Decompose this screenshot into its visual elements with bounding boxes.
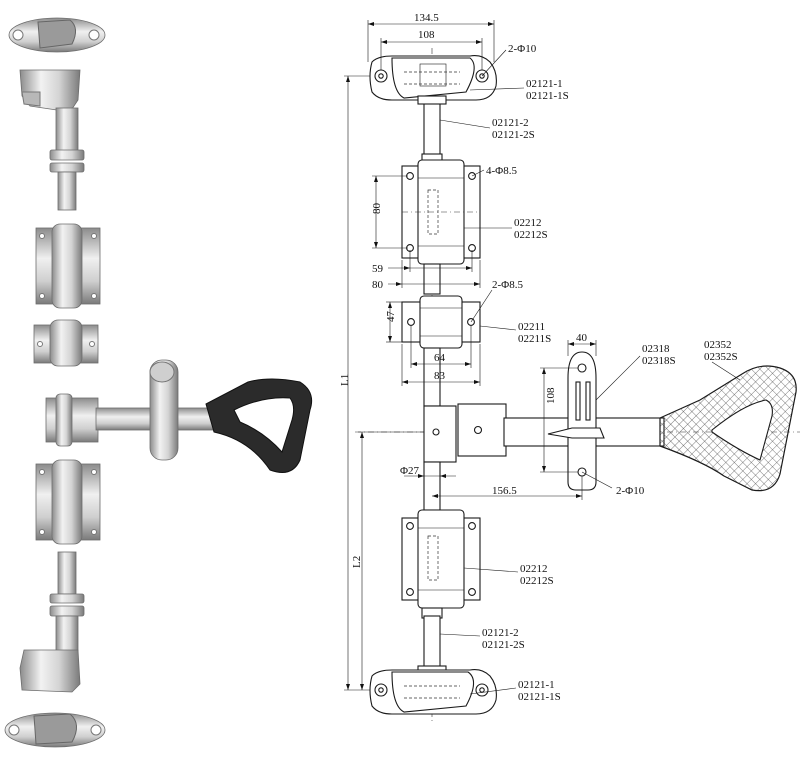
guide-bracket-render — [33, 319, 99, 367]
dim-handle-reach: 156.5 — [492, 485, 517, 497]
callout-top-holes: 2-Φ10 — [508, 43, 537, 55]
part-bracket-bottom-a: 02212 — [520, 563, 548, 575]
dim-l1: L1 — [339, 374, 351, 386]
handle-hub — [423, 403, 507, 463]
keeper — [547, 351, 605, 491]
bracket-icon — [35, 459, 101, 545]
part-keeper-b: 02318S — [642, 355, 676, 367]
bottom-cam-keeper — [369, 669, 497, 715]
part-keeper-a: 02318 — [642, 343, 670, 355]
part-handle-b: 02352S — [704, 351, 738, 363]
dim-keeper-width: 40 — [576, 332, 588, 344]
cam-keeper-icon — [8, 17, 106, 53]
dim-bracket-width-a: 59 — [372, 263, 384, 275]
dim-bracket-width-b: 80 — [372, 279, 384, 291]
part-guide-b: 02211S — [518, 333, 551, 345]
guide-bracket — [401, 295, 481, 349]
render-parts — [4, 17, 313, 748]
orthographic-view: 134.5 108 L1 L2 80 59 80 47 64 83 Φ27 15… — [339, 12, 800, 722]
part-bracket-top-a: 02212 — [514, 217, 542, 229]
part-number-text: 02121-1 02121-1S 02121-2 02121-2S 02212 … — [482, 78, 738, 703]
dimension-text: 134.5 108 L1 L2 80 59 80 47 64 83 Φ27 15… — [339, 12, 588, 568]
t-grip — [659, 365, 797, 492]
dimension-lines — [344, 20, 597, 691]
dim-bracket-height: 80 — [371, 203, 383, 215]
part-bracket-top-b: 02212S — [514, 229, 548, 241]
dim-small-bracket-height: 47 — [385, 311, 397, 323]
bottom-bracket — [401, 509, 481, 609]
part-cam-top-b: 02121-1S — [526, 90, 569, 102]
handle-icon — [45, 359, 313, 473]
cam-keeper-icon — [4, 712, 106, 748]
part-bracket-bottom-b: 02212S — [520, 575, 554, 587]
part-rod-bottom-a: 02121-2 — [482, 627, 519, 639]
dim-l2: L2 — [351, 556, 363, 568]
part-rod-top-b: 02121-2S — [492, 129, 535, 141]
callout-text: 2-Φ10 4-Φ8.5 2-Φ8.5 2-Φ10 — [486, 43, 645, 497]
part-rod-bottom-b: 02121-2S — [482, 639, 525, 651]
part-guide-a: 02211 — [518, 321, 545, 333]
dim-width-top: 134.5 — [414, 12, 439, 24]
callout-small-bracket-holes: 2-Φ8.5 — [492, 279, 523, 291]
dim-rod-diameter: Φ27 — [400, 465, 420, 477]
part-rod-top-a: 02121-2 — [492, 117, 529, 129]
part-handle-a: 02352 — [704, 339, 732, 351]
dim-keeper-height: 108 — [545, 387, 557, 404]
dim-small-bracket-width-a: 64 — [434, 352, 446, 364]
callout-keeper-holes: 2-Φ10 — [616, 485, 645, 497]
dim-small-bracket-width-b: 83 — [434, 370, 446, 382]
part-cam-bottom-a: 02121-1 — [518, 679, 555, 691]
top-cam-keeper — [369, 55, 497, 101]
top-rod — [423, 99, 441, 161]
bracket-icon — [35, 223, 101, 309]
leader-lines — [439, 49, 741, 695]
dim-width-inner: 108 — [418, 29, 435, 41]
rod-icon — [19, 551, 85, 693]
part-cam-bottom-b: 02121-1S — [518, 691, 561, 703]
part-cam-top-a: 02121-1 — [526, 78, 563, 90]
top-bracket — [401, 159, 481, 265]
rod-icon — [19, 69, 85, 211]
callout-bracket-holes: 4-Φ8.5 — [486, 165, 517, 177]
